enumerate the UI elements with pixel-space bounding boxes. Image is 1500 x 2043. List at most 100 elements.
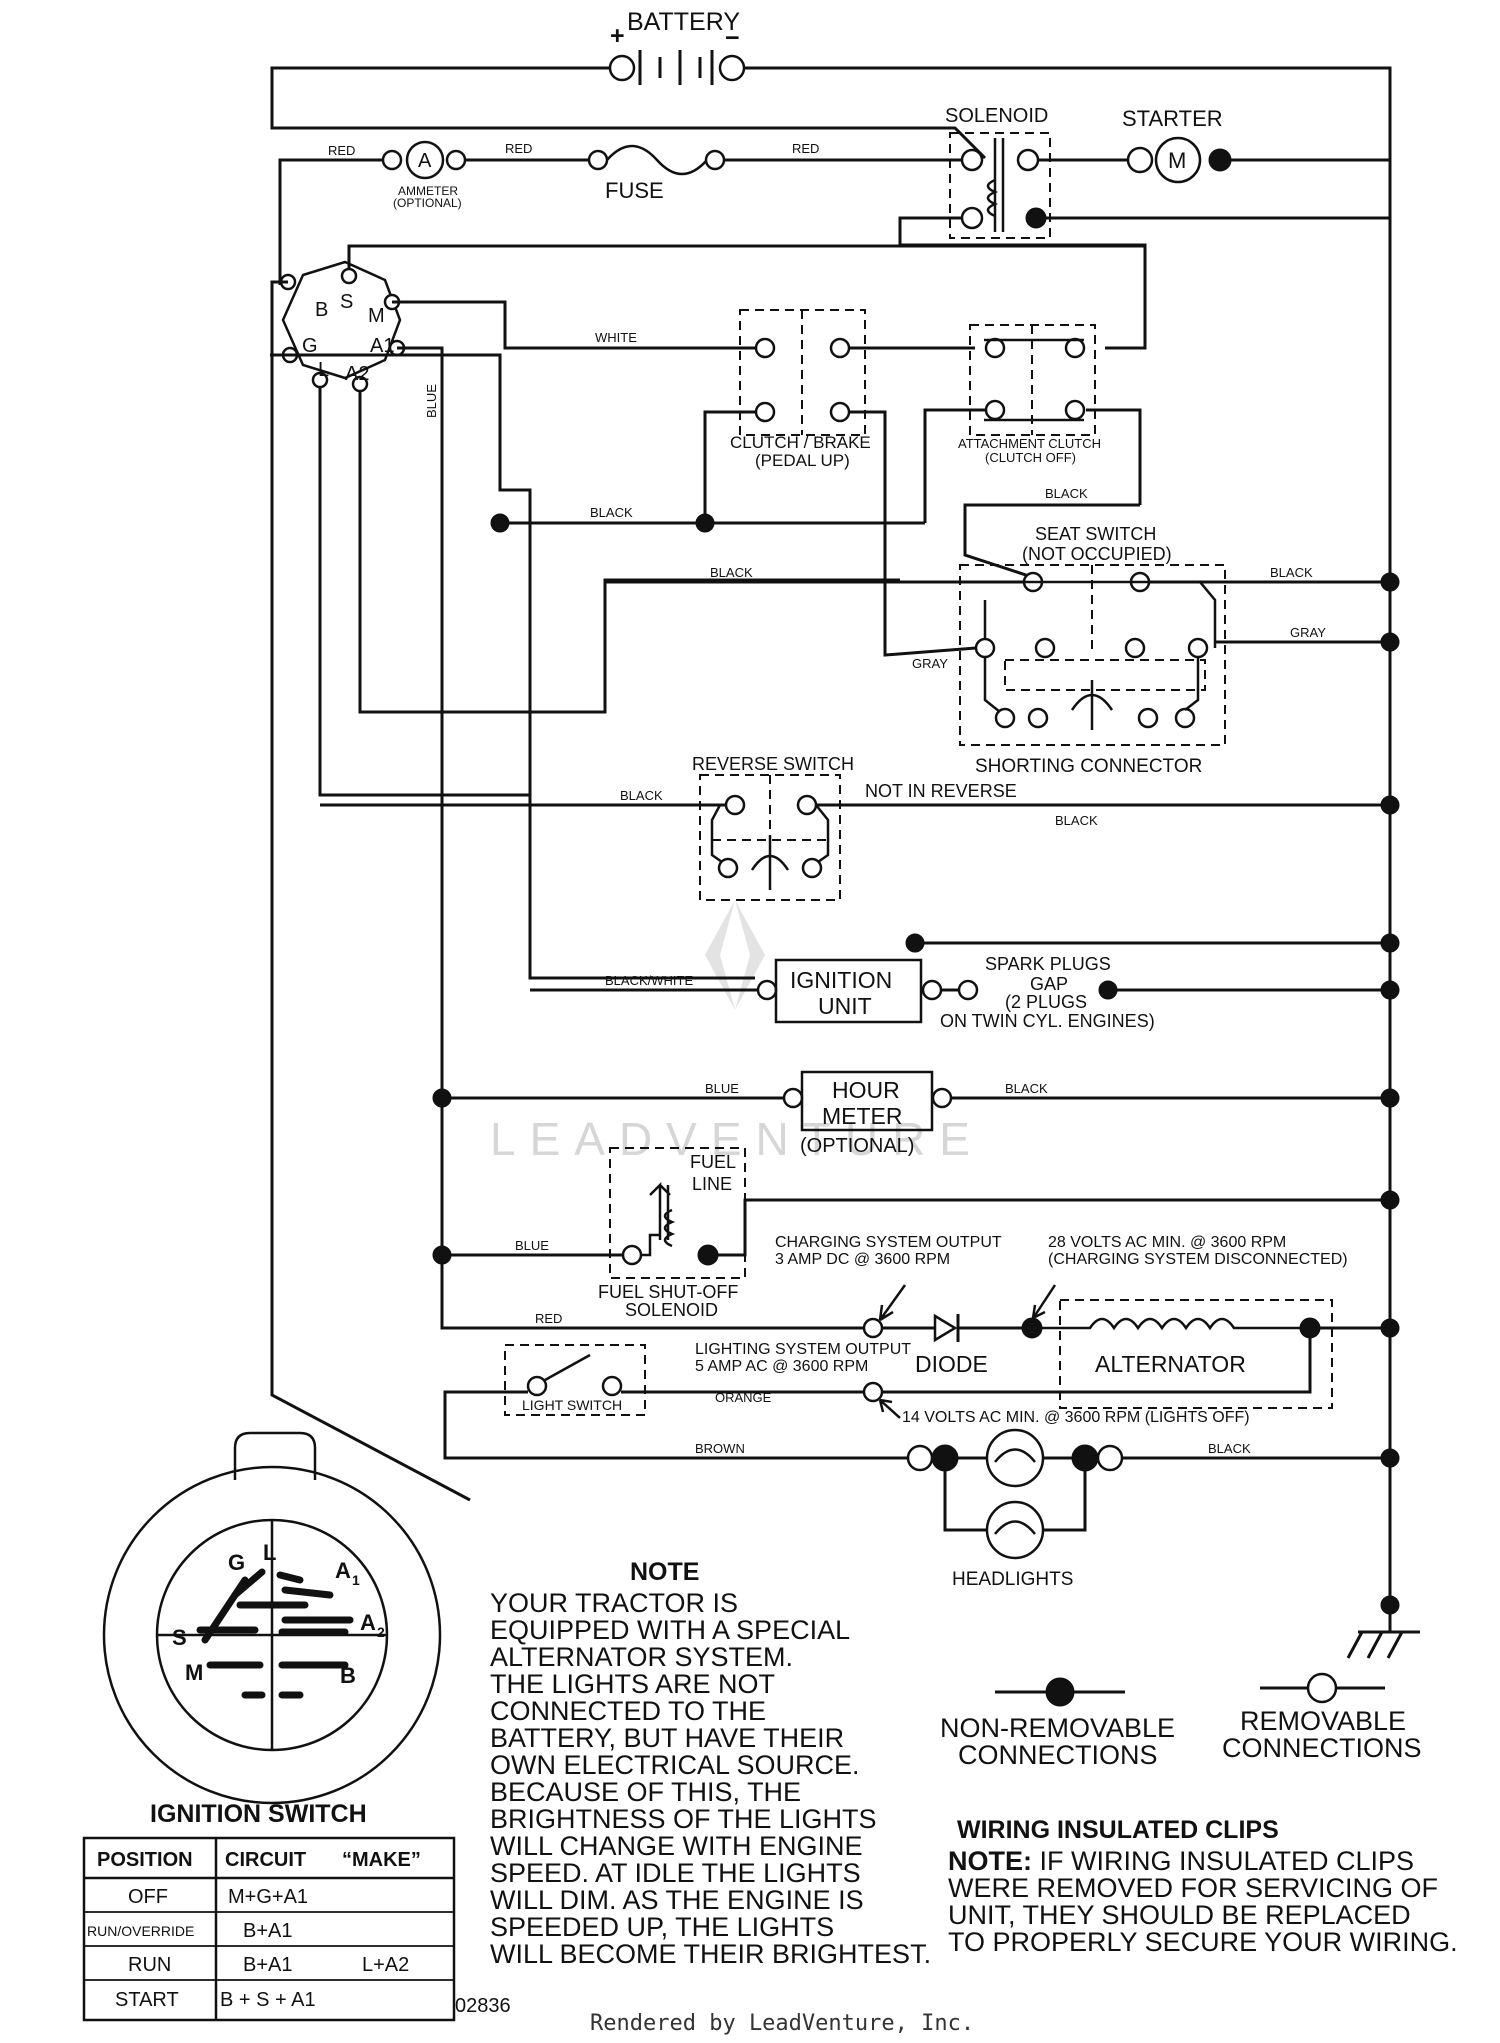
- spark-plugs-label-2: GAP: [1030, 974, 1068, 994]
- ign-term-a1: A1: [370, 335, 394, 357]
- key-label-g: G: [228, 1550, 245, 1575]
- footer-credit: Rendered by LeadVenture, Inc.: [590, 2011, 974, 2036]
- wire-blue-1: BLUE: [705, 1081, 739, 1096]
- ign-term-m: M: [368, 305, 385, 327]
- headlights: HEADLIGHTS: [906, 1428, 1124, 1590]
- wire-red-2: RED: [505, 141, 532, 156]
- key-label-a1: A: [335, 1558, 351, 1583]
- shorting-connector-label: SHORTING CONNECTOR: [975, 756, 1202, 777]
- key-label-s: S: [172, 1625, 187, 1650]
- charging-output-label-2: 3 AMP DC @ 3600 RPM: [775, 1251, 950, 1268]
- clips-title: WIRING INSULATED CLIPS: [957, 1816, 1279, 1844]
- spark-plugs-label-4: ON TWIN CYL. ENGINES): [940, 1011, 1155, 1031]
- ground-symbol: [1346, 1605, 1420, 1659]
- ign-term-g: G: [302, 335, 318, 357]
- alt-volts-label-2: (CHARGING SYSTEM DISCONNECTED): [1048, 1251, 1348, 1268]
- table-row-2-position: RUN/OVERRIDE: [87, 1923, 194, 1939]
- fuel-line-label-1: FUEL: [690, 1152, 736, 1172]
- clips-line-3: UNIT, THEY SHOULD BE REPLACED: [948, 1900, 1411, 1930]
- fuel-line-label-2: LINE: [692, 1174, 732, 1194]
- solenoid-label: SOLENOID: [945, 105, 1048, 127]
- wire-orange: ORANGE: [715, 1390, 772, 1405]
- note-line-13: SPEEDED UP, THE LIGHTS: [490, 1912, 834, 1942]
- attachment-clutch-switch: ATTACHMENT CLUTCH (CLUTCH OFF): [958, 324, 1101, 465]
- svg-text:NOTE: IF WIRING INSULATED CLIP: NOTE: IF WIRING INSULATED CLIPS: [948, 1846, 1414, 1876]
- wire-black-3: BLACK: [1270, 565, 1313, 580]
- spark-plugs-label-1: SPARK PLUGS: [985, 954, 1111, 974]
- alternator: ALTERNATOR: [880, 1299, 1333, 1409]
- table-header-circuit: CIRCUIT: [225, 1849, 306, 1871]
- ign-term-a2: A2: [345, 363, 369, 385]
- wire-black-6: BLACK: [1005, 1081, 1048, 1096]
- ign-term-s: S: [340, 291, 353, 313]
- diode: DIODE: [882, 1313, 988, 1377]
- note-line-7: OWN ELECTRICAL SOURCE.: [490, 1750, 860, 1780]
- wire-blue-vertical: BLUE: [424, 384, 439, 418]
- charging-output-label-1: CHARGING SYSTEM OUTPUT: [775, 1234, 1002, 1251]
- fuel-shutoff-solenoid: FUEL LINE FUEL SHUT-OFF SOLENOID: [598, 1147, 746, 1320]
- note-line-8: BECAUSE OF THIS, THE: [490, 1777, 801, 1807]
- key-label-m: M: [185, 1660, 203, 1685]
- ign-term-b: B: [315, 299, 328, 321]
- table-row-3-make: L+A2: [362, 1954, 409, 1976]
- light-switch: LIGHT SWITCH: [504, 1344, 646, 1416]
- note-line-1: YOUR TRACTOR IS: [490, 1588, 738, 1618]
- ammeter-symbol: A: [418, 150, 432, 172]
- table-row-4-position: START: [115, 1989, 179, 2011]
- wire-red-3: RED: [792, 141, 819, 156]
- clips-line-4: TO PROPERLY SECURE YOUR WIRING.: [948, 1927, 1458, 1957]
- legend-non-removable-2: CONNECTIONS: [958, 1740, 1158, 1770]
- wire-black-2: BLACK: [710, 565, 753, 580]
- battery-minus: −: [725, 24, 740, 52]
- legend-removable-1: REMOVABLE: [1240, 1706, 1406, 1736]
- key-label-a1-sub: 1: [352, 1572, 360, 1588]
- note-line-3: ALTERNATOR SYSTEM.: [490, 1642, 793, 1672]
- note-line-5: CONNECTED TO THE: [490, 1696, 766, 1726]
- legend-non-removable-1: NON-REMOVABLE: [940, 1713, 1175, 1743]
- not-in-reverse-label: NOT IN REVERSE: [865, 781, 1017, 801]
- note-line-12: WILL DIM. AS THE ENGINE IS: [490, 1885, 864, 1915]
- table-header-make: “MAKE”: [342, 1849, 421, 1871]
- note-line-9: BRIGHTNESS OF THE LIGHTS: [490, 1804, 877, 1834]
- wire-red-4: RED: [535, 1311, 562, 1326]
- ignition-key-face: G L A 1 S A 2 M B: [102, 1431, 442, 1805]
- ignition-switch-table: IGNITION SWITCH POSITION CIRCUIT “MAKE” …: [82, 1800, 511, 2022]
- ammeter: A AMMETER (OPTIONAL): [381, 140, 467, 210]
- leadventure-watermark: LEADVENTURE: [490, 900, 970, 1165]
- note-line-6: BATTERY, BUT HAVE THEIR: [490, 1723, 844, 1753]
- key-label-l: L: [263, 1540, 276, 1565]
- wire-blue-2: BLUE: [515, 1238, 549, 1253]
- table-row-1-circuit: M+G+A1: [228, 1886, 308, 1908]
- ignition-switch-connector: B S M G A1 L A2: [279, 260, 406, 393]
- hour-meter: HOUR METER (OPTIONAL): [782, 1070, 953, 1157]
- note-block: NOTE YOUR TRACTOR IS EQUIPPED WITH A SPE…: [490, 1558, 931, 1969]
- hour-meter-label-3: (OPTIONAL): [800, 1135, 914, 1157]
- clips-note-label: NOTE:: [948, 1846, 1032, 1876]
- wire-black-4: BLACK: [620, 788, 663, 803]
- light-switch-label: LIGHT SWITCH: [522, 1397, 622, 1413]
- wire-gray-1: GRAY: [1290, 625, 1326, 640]
- reverse-switch: REVERSE SWITCH: [692, 754, 854, 901]
- alternator-label: ALTERNATOR: [1095, 1351, 1246, 1377]
- table-header-position: POSITION: [97, 1849, 193, 1871]
- seat-switch-label-1: SEAT SWITCH: [1035, 524, 1156, 544]
- table-row-3-circuit: B+A1: [243, 1954, 292, 1976]
- wire-black-7: BLACK: [1208, 1441, 1251, 1456]
- fuse: FUSE: [587, 144, 726, 203]
- starter-motor-symbol: M: [1168, 148, 1186, 173]
- diode-label: DIODE: [915, 1351, 988, 1377]
- battery: BATTERY + −: [608, 8, 746, 85]
- note-line-10: WILL CHANGE WITH ENGINE: [490, 1831, 863, 1861]
- fuse-label: FUSE: [605, 178, 664, 203]
- ignition-unit: IGNITION UNIT: [756, 958, 943, 1024]
- seat-switch: SEAT SWITCH (NOT OCCUPIED) SHORTING CONN…: [959, 524, 1226, 777]
- battery-label: BATTERY: [627, 8, 740, 36]
- key-label-b: B: [340, 1663, 356, 1688]
- clutch-brake-label-1: CLUTCH / BRAKE: [730, 433, 871, 452]
- lights-volts-label: 14 VOLTS AC MIN. @ 3600 RPM (LIGHTS OFF): [902, 1409, 1250, 1426]
- alt-volts-label-1: 28 VOLTS AC MIN. @ 3600 RPM: [1048, 1234, 1286, 1251]
- connection-legend: NON-REMOVABLE CONNECTIONS REMOVABLE CONN…: [940, 1672, 1422, 1770]
- clips-line-1: IF WIRING INSULATED CLIPS: [1032, 1846, 1414, 1876]
- key-label-a2: A: [360, 1610, 376, 1635]
